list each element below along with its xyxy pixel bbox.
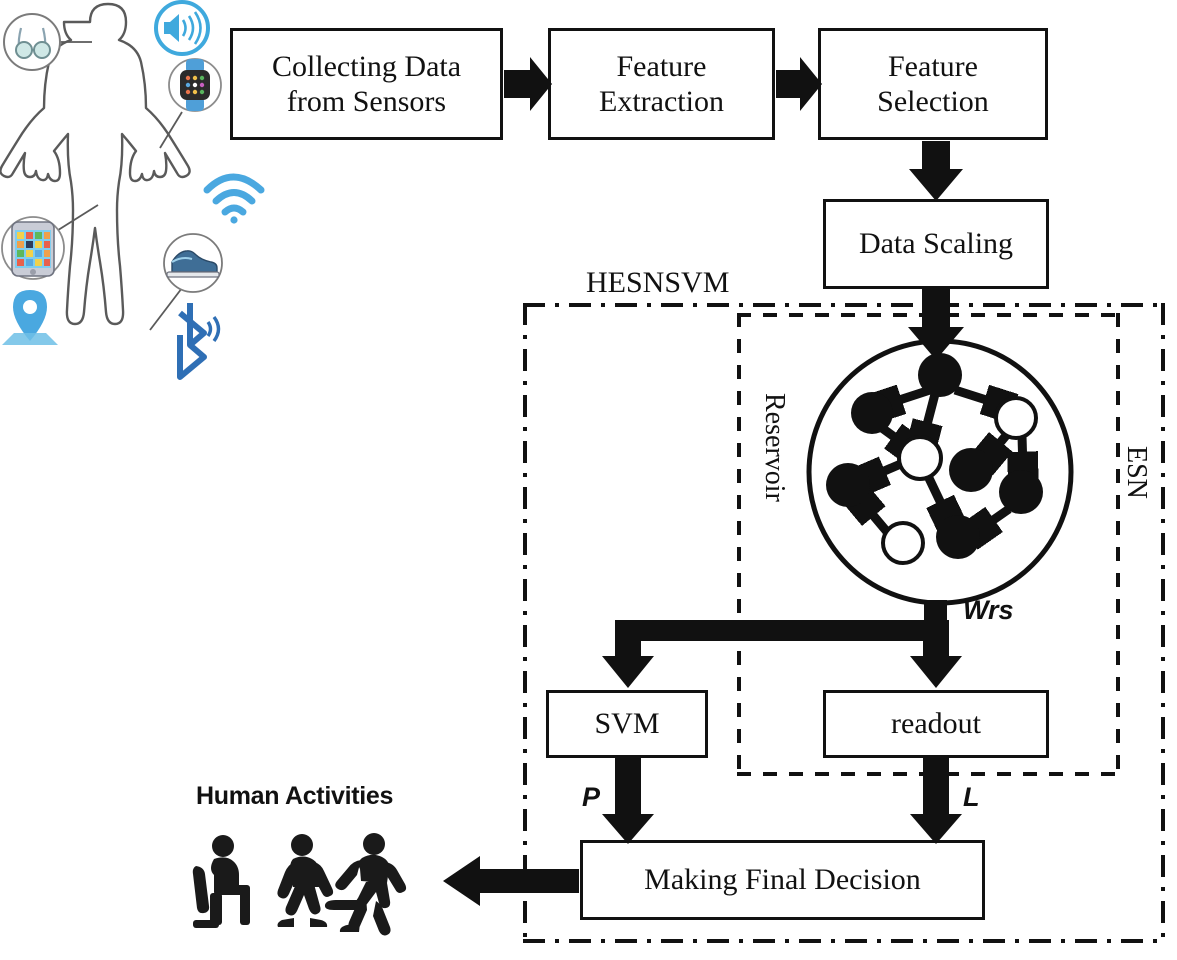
process-box-feature-extraction[interactable]: Feature Extraction bbox=[548, 28, 775, 140]
process-box-collecting-data[interactable]: Collecting Data from Sensors bbox=[230, 28, 503, 140]
process-box-collecting-data-line2: from Sensors bbox=[286, 85, 447, 118]
running-person-icon bbox=[324, 833, 407, 936]
readout-output-label: L bbox=[963, 782, 980, 812]
location-pin-icon bbox=[2, 290, 58, 345]
process-box-readout-label: readout bbox=[891, 707, 981, 741]
process-box-collecting-data-line1: Collecting Data bbox=[271, 49, 462, 83]
reservoir-edges bbox=[862, 390, 1023, 533]
hesnsvm-group-label: HESNSVM bbox=[586, 266, 730, 299]
process-box-feature-selection-line1: Feature bbox=[888, 49, 978, 83]
arrow-extraction-to-selection bbox=[776, 57, 822, 111]
sensor-connector-lines bbox=[54, 41, 183, 331]
process-box-data-scaling[interactable]: Data Scaling bbox=[823, 199, 1049, 289]
process-box-feature-selection-line2: Selection bbox=[877, 85, 989, 118]
wifi-icon bbox=[203, 173, 265, 224]
human-activities-pictograms bbox=[192, 833, 407, 936]
glasses-icon bbox=[3, 13, 61, 71]
shoe-icon bbox=[163, 233, 223, 293]
process-box-readout[interactable]: readout bbox=[823, 690, 1049, 758]
arrow-selection-to-scaling bbox=[909, 141, 963, 201]
svm-output-label: P bbox=[582, 782, 601, 812]
process-box-svm[interactable]: SVM bbox=[546, 690, 708, 758]
reservoir-circle bbox=[806, 338, 1074, 606]
process-box-feature-selection[interactable]: Feature Selection bbox=[818, 28, 1048, 140]
reservoir-label: Reservoir bbox=[759, 393, 790, 502]
process-box-feature-extraction-line1: Feature bbox=[616, 49, 707, 83]
process-box-feature-extraction-line2: Extraction bbox=[599, 85, 724, 118]
process-box-final-decision[interactable]: Making Final Decision bbox=[580, 840, 985, 920]
body-sensor-illustration bbox=[0, 0, 265, 380]
sitting-person-icon bbox=[192, 835, 250, 928]
process-box-final-decision-label: Making Final Decision bbox=[644, 863, 921, 897]
process-box-svm-label: SVM bbox=[594, 707, 660, 741]
walking-person-icon bbox=[277, 834, 334, 927]
speaker-icon bbox=[154, 0, 210, 56]
smartwatch-icon bbox=[168, 58, 222, 112]
arrow-collecting-to-extraction bbox=[504, 57, 552, 111]
reservoir-nodes bbox=[826, 353, 1043, 565]
bluetooth-icon bbox=[177, 303, 221, 380]
process-box-data-scaling-label: Data Scaling bbox=[858, 227, 1014, 261]
human-activities-heading: Human Activities bbox=[196, 782, 394, 810]
wrs-edge-label: Wrs bbox=[963, 595, 1014, 625]
smartphone-icon bbox=[1, 216, 65, 280]
human-body-outline bbox=[0, 2, 191, 326]
esn-group-label: ESN bbox=[1121, 446, 1152, 499]
